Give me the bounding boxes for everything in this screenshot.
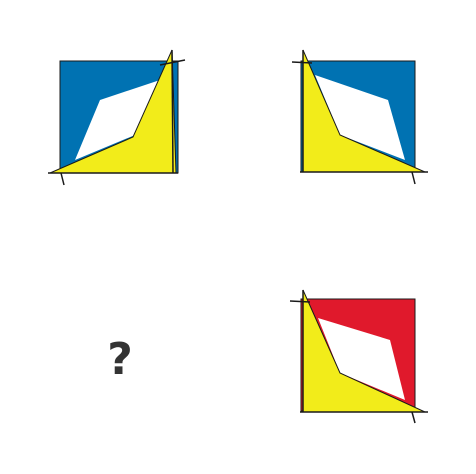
bottom-right-tick-bottom [411, 411, 416, 424]
figure-bottom-right [289, 289, 428, 424]
figure-top-left [48, 49, 186, 186]
top-left-white-diamond [75, 80, 160, 160]
top-right-tick-top [291, 61, 313, 64]
bottom-right-tick-top [289, 300, 311, 303]
top-left-line-a [171, 49, 174, 174]
bottom-right-white-diamond [318, 318, 405, 400]
question-mark-placeholder: ? [107, 334, 133, 385]
top-left-tick-bottom [60, 172, 65, 186]
top-right-white-diamond [315, 75, 405, 160]
top-left-tick-top [159, 59, 186, 66]
figure-top-right [291, 49, 428, 185]
top-right-tick-bottom [411, 171, 416, 185]
